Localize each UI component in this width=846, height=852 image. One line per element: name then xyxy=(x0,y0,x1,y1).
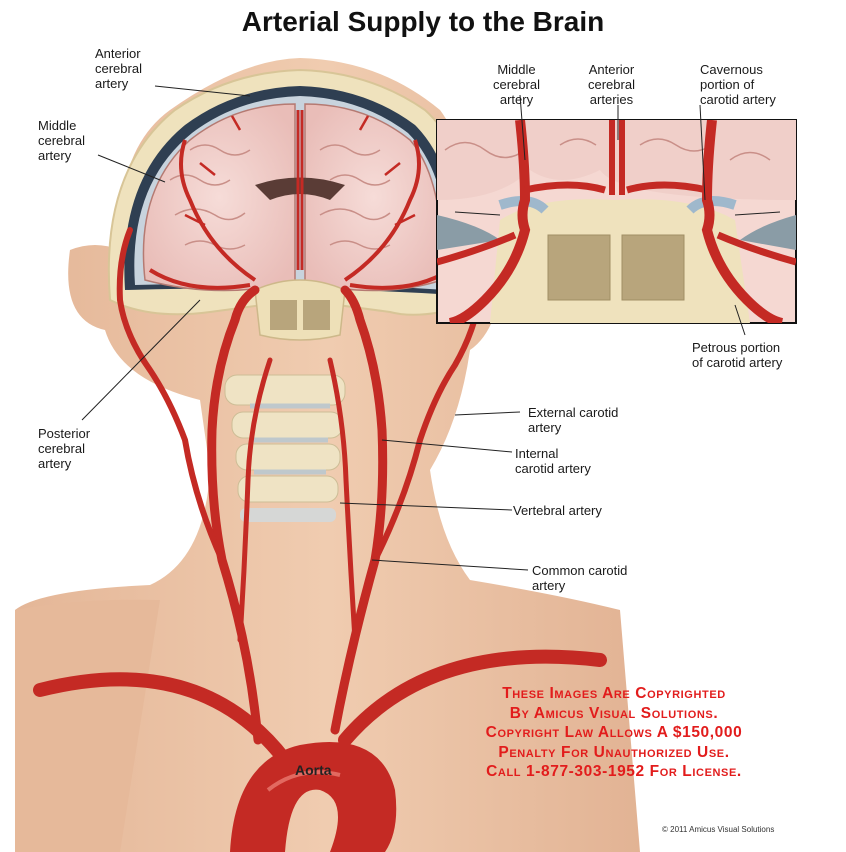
copyright-line: Call 1-877-303-1952 For License. xyxy=(392,762,836,782)
copyright-line: By Amicus Visual Solutions. xyxy=(392,704,836,724)
copyright-line: Copyright Law Allows A $150,000 xyxy=(392,723,836,743)
label-common-carotid: Common carotid artery xyxy=(532,563,627,593)
label-middle-cerebral-artery: Middle cerebral artery xyxy=(38,118,85,163)
skull-base xyxy=(255,280,345,340)
label-inset-anterior-cerebral-arteries: Anterior cerebral arteries xyxy=(588,62,635,107)
copyright-notice: These Images Are Copyrighted By Amicus V… xyxy=(392,684,836,782)
label-cavernous-portion: Cavernous portion of carotid artery xyxy=(700,62,776,107)
page-title: Arterial Supply to the Brain xyxy=(0,6,846,38)
credit-text: © 2011 Amicus Visual Solutions xyxy=(662,825,774,834)
label-external-carotid: External carotid artery xyxy=(528,405,618,435)
label-inset-middle-cerebral-artery: Middle cerebral artery xyxy=(493,62,540,107)
label-anterior-cerebral-artery: Anterior cerebral artery xyxy=(95,46,142,91)
cervical-spine xyxy=(225,375,345,522)
label-petrous-portion: Petrous portion of carotid artery xyxy=(692,340,782,370)
copyright-line: Penalty For Unauthorized Use. xyxy=(392,743,836,763)
copyright-line: These Images Are Copyrighted xyxy=(392,684,836,704)
label-vertebral-artery: Vertebral artery xyxy=(513,503,602,518)
label-aorta: Aorta xyxy=(295,762,332,778)
label-posterior-cerebral-artery: Posterior cerebral artery xyxy=(38,426,90,471)
inset-cavernous-sinus xyxy=(437,120,796,323)
label-internal-carotid: Internal carotid artery xyxy=(515,446,591,476)
